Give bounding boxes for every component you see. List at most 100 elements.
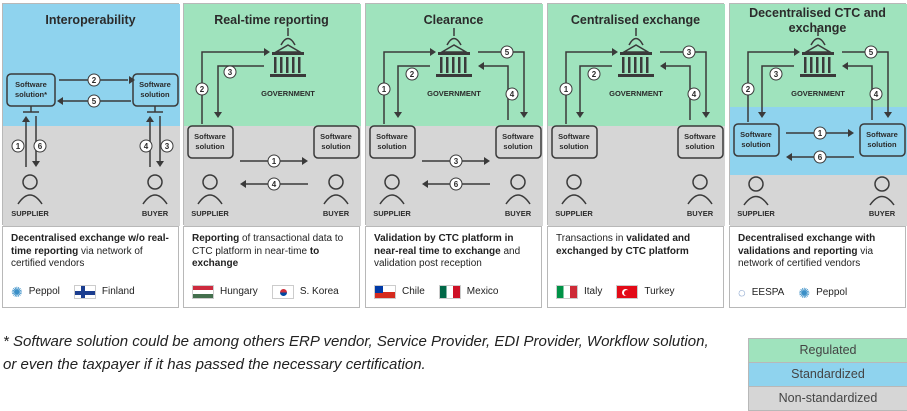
svg-text:3: 3	[454, 157, 459, 166]
buyer-person-icon	[505, 174, 531, 205]
svg-text:solution: solution	[140, 90, 170, 99]
svg-text:1: 1	[564, 85, 569, 94]
buyer-person-icon	[869, 176, 895, 206]
svg-text:4: 4	[510, 90, 515, 99]
svg-text:Software: Software	[558, 132, 590, 141]
svg-text:Software: Software	[502, 132, 534, 141]
svg-text:6: 6	[38, 142, 43, 151]
svg-text:1: 1	[16, 142, 21, 151]
panel-interoperability: Software solution* Software solution 2 5…	[2, 3, 180, 226]
legend-regulated: Regulated	[748, 338, 907, 363]
svg-text:solution: solution	[195, 142, 225, 151]
finland-flag-icon	[73, 285, 96, 299]
svg-text:BUYER: BUYER	[323, 209, 350, 218]
svg-text:SUPPLIER: SUPPLIER	[373, 209, 411, 218]
mexico-flag-icon	[438, 285, 461, 299]
supplier-person-icon	[379, 174, 405, 205]
legend: Regulated Standardized Non-standardized	[748, 338, 907, 411]
svg-text:1: 1	[818, 129, 823, 138]
svg-text:2: 2	[410, 70, 415, 79]
footnote: * Software solution could be among other…	[3, 333, 709, 373]
panel-title: Clearance	[423, 13, 484, 27]
peppol-icon: ✺	[798, 284, 811, 301]
legend-non-standardized: Non-standardized	[748, 386, 907, 411]
svg-text:GOVERNMENT: GOVERNMENT	[261, 89, 315, 98]
panel-title: Centralised exchange	[570, 13, 701, 27]
svg-text:4: 4	[144, 142, 149, 151]
svg-text:Software: Software	[320, 132, 352, 141]
panel-description-clearance: Validation by CTC platform in near-real …	[365, 226, 542, 308]
panel-title: Real-time reporting	[214, 13, 329, 27]
svg-text:solution: solution	[377, 142, 407, 151]
panel-description-real-time-reporting: Reporting of transactional data to CTC p…	[183, 226, 360, 308]
svg-text:Software: Software	[866, 130, 898, 139]
svg-text:2: 2	[92, 76, 97, 85]
svg-text:BUYER: BUYER	[142, 209, 169, 218]
government-building-icon	[436, 28, 472, 77]
svg-text:3: 3	[774, 70, 779, 79]
svg-text:solution: solution	[867, 140, 897, 149]
supplier-person-icon	[17, 174, 43, 205]
svg-text:Software: Software	[684, 132, 716, 141]
svg-text:GOVERNMENT: GOVERNMENT	[791, 89, 845, 98]
svg-text:Software: Software	[740, 130, 772, 139]
svg-text:4: 4	[692, 90, 697, 99]
svg-text:1: 1	[272, 157, 277, 166]
panel-description-centralised-exchange: Transactions in validated and exchanged …	[547, 226, 724, 308]
buyer-person-icon	[142, 174, 168, 205]
buyer-person-icon	[687, 174, 713, 205]
svg-text:GOVERNMENT: GOVERNMENT	[427, 89, 481, 98]
panel-title: Interoperability	[45, 13, 136, 27]
svg-text:Software: Software	[15, 80, 47, 89]
eespa-icon: ◌	[738, 284, 746, 300]
svg-text:2: 2	[592, 70, 597, 79]
svg-text:6: 6	[818, 153, 823, 162]
svg-text:2: 2	[746, 85, 751, 94]
south-korea-flag-icon	[271, 285, 294, 299]
svg-text:solution: solution	[741, 140, 771, 149]
svg-text:4: 4	[272, 180, 277, 189]
chile-flag-icon	[374, 285, 396, 299]
svg-text:5: 5	[505, 48, 510, 57]
svg-text:solution: solution	[321, 142, 351, 151]
svg-text:2: 2	[200, 85, 205, 94]
svg-text:SUPPLIER: SUPPLIER	[555, 209, 593, 218]
turkey-flag-icon	[616, 285, 639, 299]
svg-text:GOVERNMENT: GOVERNMENT	[609, 89, 663, 98]
svg-text:solution: solution	[559, 142, 589, 151]
svg-text:SUPPLIER: SUPPLIER	[737, 209, 775, 218]
svg-text:3: 3	[228, 68, 233, 77]
italy-flag-icon	[556, 285, 578, 299]
supplier-software-monitor: Software solution*	[6, 73, 56, 113]
svg-text:5: 5	[869, 48, 874, 57]
svg-text:solution: solution	[503, 142, 533, 151]
svg-text:SUPPLIER: SUPPLIER	[11, 209, 49, 218]
svg-text:1: 1	[382, 85, 387, 94]
panel-title: Decentralised CTC and exchange	[749, 6, 886, 35]
svg-text:SUPPLIER: SUPPLIER	[191, 209, 229, 218]
svg-text:Software: Software	[376, 132, 408, 141]
svg-text:3: 3	[165, 142, 170, 151]
panel-description-interoperability: Decentralised exchange w/o real-time rep…	[2, 226, 179, 308]
svg-text:solution*: solution*	[15, 90, 47, 99]
hungary-flag-icon	[192, 285, 214, 299]
supplier-person-icon	[197, 174, 223, 205]
svg-text:4: 4	[874, 90, 879, 99]
peppol-icon: ✺	[11, 283, 23, 300]
supplier-person-icon	[743, 176, 769, 206]
